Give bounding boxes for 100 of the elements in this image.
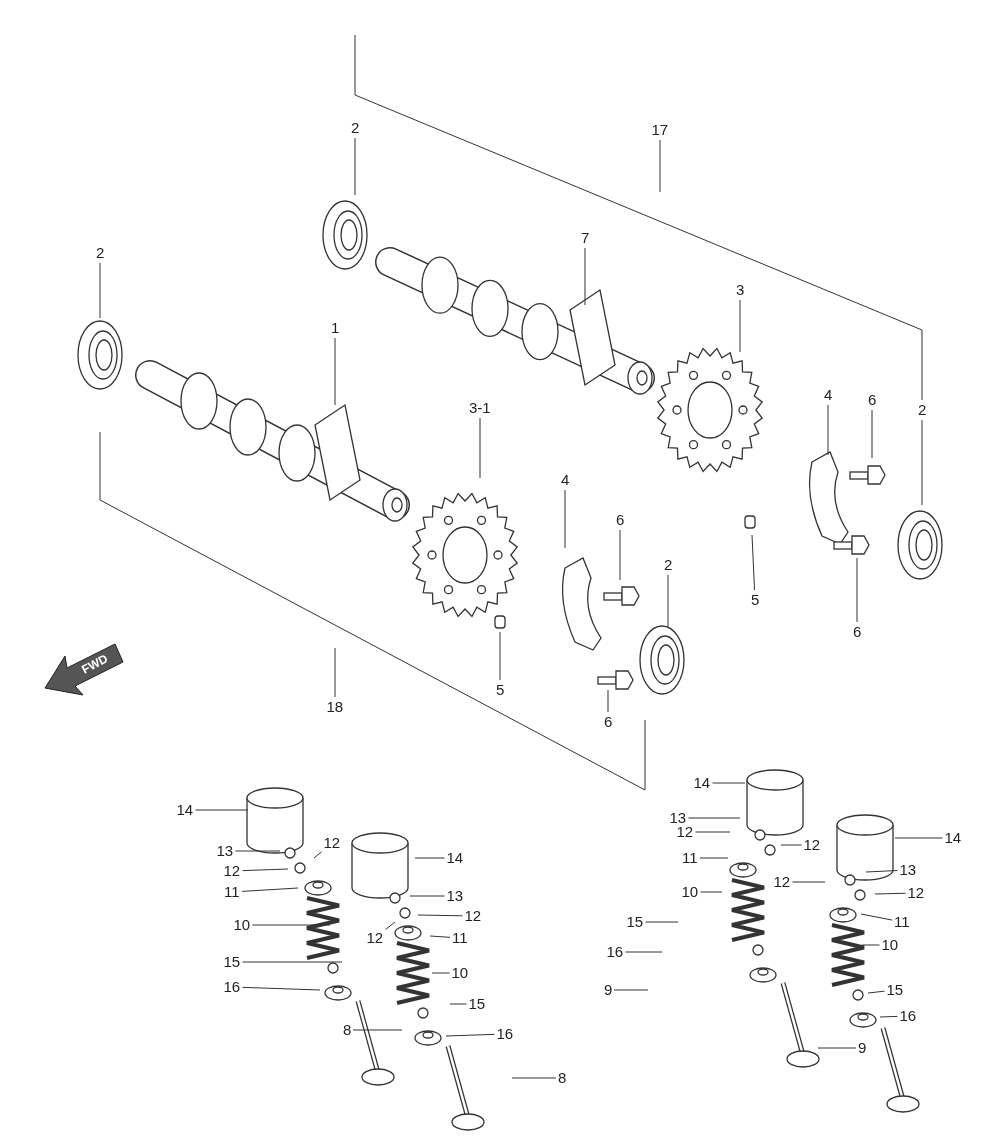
callout-number: 8 <box>558 1069 567 1087</box>
leader-line <box>385 921 396 931</box>
callout-number: 12 <box>366 929 384 947</box>
leader-line <box>874 892 906 895</box>
leader-line <box>429 935 451 938</box>
leader-line <box>354 137 356 196</box>
callout-number: 12 <box>323 834 341 852</box>
callout-number: 15 <box>886 981 904 999</box>
leader-line <box>879 1015 898 1018</box>
callout-number: 6 <box>868 391 877 409</box>
leader-line <box>860 913 893 921</box>
callout-number: 14 <box>693 774 711 792</box>
leader-line <box>235 850 281 852</box>
callout-number: 12 <box>803 836 821 854</box>
callout-number: 12 <box>464 907 482 925</box>
callout-number: 2 <box>918 401 927 419</box>
callout-number: 1 <box>331 319 340 337</box>
leader-line <box>99 262 101 319</box>
callout-number: 6 <box>853 623 862 641</box>
leader-line <box>700 891 723 893</box>
callout-number: 12 <box>773 873 791 891</box>
callout-number: 3-1 <box>469 399 491 417</box>
leader-line <box>867 990 885 994</box>
callout-number: 15 <box>626 913 644 931</box>
leader-line <box>607 689 609 713</box>
callout-number: 5 <box>751 591 760 609</box>
leader-line <box>894 837 943 839</box>
callout-number: 15 <box>223 953 241 971</box>
leader-line <box>242 986 321 991</box>
callout-number: 12 <box>907 884 925 902</box>
leader-line <box>792 881 826 883</box>
callout-number: 2 <box>351 119 360 137</box>
leader-line <box>861 944 880 946</box>
callout-number: 14 <box>944 829 962 847</box>
callout-number: 11 <box>452 929 468 947</box>
leader-line <box>334 647 336 698</box>
callout-number: 6 <box>616 511 625 529</box>
leader-line <box>699 857 729 859</box>
callout-number: 11 <box>224 883 240 901</box>
callout-number: 4 <box>561 471 570 489</box>
callout-number: 13 <box>446 887 464 905</box>
leader-line <box>511 1077 557 1079</box>
leader-line <box>865 870 898 873</box>
leader-line <box>625 951 663 953</box>
leader-line <box>499 631 501 681</box>
callout-number: 5 <box>496 681 505 699</box>
leader-line <box>195 809 249 811</box>
callout-number: 16 <box>223 978 241 996</box>
leader-line <box>613 989 649 991</box>
leader-line <box>242 961 343 963</box>
callout-number: 18 <box>326 698 344 716</box>
callout-number: 9 <box>858 1039 867 1057</box>
callout-number: 15 <box>468 995 486 1013</box>
callout-number: 12 <box>223 862 241 880</box>
leader-line <box>827 404 829 456</box>
leader-line <box>431 972 450 974</box>
callout-number: 10 <box>451 964 469 982</box>
callout-number: 14 <box>176 801 194 819</box>
callout-number: 17 <box>651 121 669 139</box>
callout-number: 10 <box>681 883 699 901</box>
leader-line <box>712 782 746 784</box>
leader-line <box>695 831 731 833</box>
callout-number: 13 <box>216 842 234 860</box>
callout-number: 9 <box>604 981 613 999</box>
callout-number: 10 <box>233 916 251 934</box>
callout-number: 16 <box>899 1007 917 1025</box>
callout-number: 4 <box>824 386 833 404</box>
leader-line <box>242 868 289 872</box>
leader-line <box>751 534 756 591</box>
leader-line <box>417 914 463 917</box>
leader-line <box>445 1033 495 1037</box>
direction-label: FWD <box>79 651 110 677</box>
leader-line <box>479 417 481 479</box>
leader-line <box>780 844 802 846</box>
callout-number: 11 <box>682 849 698 867</box>
callout-number: 2 <box>96 244 105 262</box>
leader-line <box>449 1003 467 1005</box>
leader-line <box>659 139 661 193</box>
leader-line <box>619 529 621 581</box>
callout-number: 16 <box>606 943 624 961</box>
callout-number: 11 <box>894 913 910 931</box>
leader-line <box>414 857 445 859</box>
callout-number: 3 <box>736 281 745 299</box>
leader-line <box>817 1047 857 1049</box>
leader-line <box>313 851 322 859</box>
callout-number: 7 <box>581 229 590 247</box>
leader-line <box>241 887 299 892</box>
leader-line <box>739 299 741 353</box>
leader-line <box>252 924 331 926</box>
leader-line <box>334 337 336 406</box>
callout-number: 10 <box>881 936 899 954</box>
leader-line <box>409 895 445 897</box>
callout-number: 14 <box>446 849 464 867</box>
leader-line <box>352 1029 403 1031</box>
leader-line <box>856 557 858 623</box>
leader-line <box>871 409 873 459</box>
callout-number: 6 <box>604 713 613 731</box>
leader-line <box>667 574 669 629</box>
leader-line <box>645 921 679 923</box>
callout-number: 2 <box>664 556 673 574</box>
